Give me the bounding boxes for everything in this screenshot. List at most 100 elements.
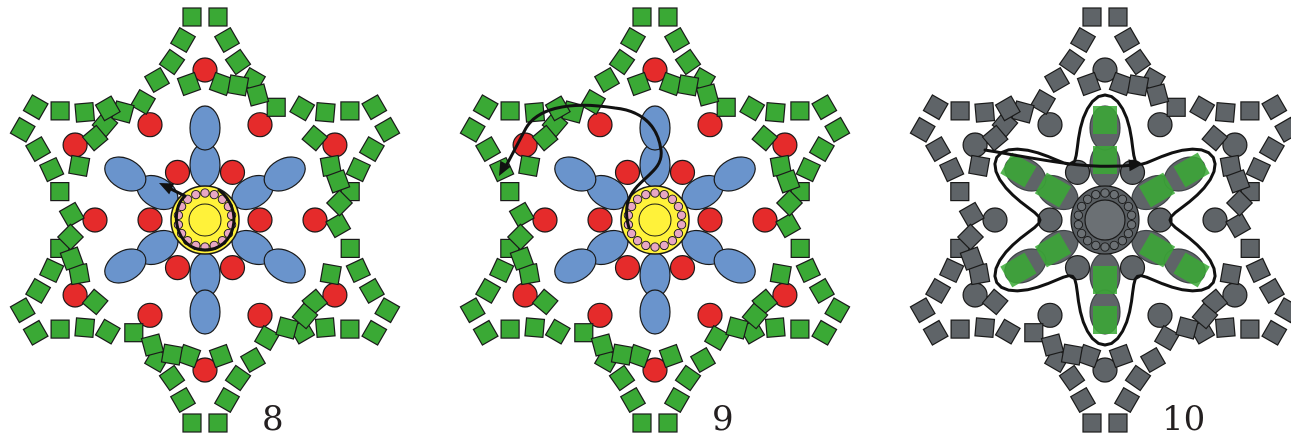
square-bead (766, 318, 786, 338)
square-bead (473, 95, 498, 120)
petal-bead (640, 106, 670, 150)
square-bead (26, 137, 51, 162)
square-bead (215, 388, 240, 413)
highlight-bead (1093, 146, 1117, 174)
square-bead (341, 102, 359, 120)
square-bead (1115, 28, 1140, 53)
square-bead (60, 202, 85, 227)
square-bead (346, 258, 370, 282)
square-bead (375, 118, 400, 143)
square-bead (1246, 258, 1270, 282)
square-bead (659, 414, 677, 432)
square-bead (1071, 388, 1096, 413)
square-bead (267, 98, 285, 116)
square-bead (969, 155, 990, 176)
seed-bead (1074, 221, 1082, 229)
square-bead (473, 321, 498, 346)
square-bead (975, 318, 995, 338)
seed-bead (1110, 190, 1118, 198)
square-bead (255, 326, 280, 351)
highlight-bead (1093, 266, 1117, 294)
square-bead (159, 49, 184, 74)
square-bead (975, 103, 995, 123)
square-bead (825, 298, 850, 323)
seed-bead (1101, 243, 1109, 251)
square-bead (678, 75, 699, 96)
seed-bead (192, 190, 200, 198)
seed-bead (1118, 237, 1126, 245)
round-bead (1038, 113, 1062, 137)
square-bead (209, 8, 227, 26)
square-bead (1275, 298, 1291, 323)
seed-bead (1077, 202, 1085, 210)
square-bead (519, 155, 540, 176)
square-bead (546, 319, 571, 344)
round-bead (671, 160, 695, 184)
square-bead (910, 118, 935, 143)
square-bead (290, 96, 315, 121)
square-bead (940, 158, 964, 182)
square-bead (675, 49, 700, 74)
square-bead (360, 137, 385, 162)
petal-bead (640, 290, 670, 334)
square-bead (241, 348, 266, 373)
square-bead (705, 326, 730, 351)
square-bead (611, 344, 632, 365)
square-bead (659, 8, 677, 26)
round-bead (221, 160, 245, 184)
square-bead (1241, 102, 1259, 120)
round-bead (533, 208, 557, 232)
square-bead (1146, 84, 1168, 106)
seed-bead (633, 195, 641, 203)
square-bead (926, 279, 951, 304)
square-bead (225, 365, 250, 390)
square-bead (1045, 68, 1070, 93)
square-bead (476, 279, 501, 304)
seed-bead (651, 189, 659, 197)
seed-bead (627, 229, 635, 237)
seed-bead (677, 211, 685, 219)
seed-bead (674, 229, 682, 237)
square-bead (320, 264, 341, 285)
square-bead (951, 183, 969, 201)
square-bead (812, 321, 837, 346)
highlight-bead (1093, 306, 1117, 334)
square-bead (501, 183, 519, 201)
square-bead (75, 318, 95, 338)
square-bead (1241, 239, 1259, 257)
seed-bead (1101, 189, 1109, 197)
petal-bead (190, 290, 220, 334)
seed-bead (668, 195, 676, 203)
square-bead (215, 28, 240, 53)
round-bead (671, 256, 695, 280)
square-bead (575, 324, 593, 342)
square-bead (595, 68, 620, 93)
square-bead (510, 202, 535, 227)
square-bead (1220, 264, 1241, 285)
round-bead (1148, 208, 1172, 232)
step-number-8: 8 (262, 402, 284, 436)
square-bead (810, 137, 835, 162)
square-bead (159, 365, 184, 390)
round-bead (616, 256, 640, 280)
round-bead (1038, 208, 1062, 232)
step-number-9: 9 (712, 402, 734, 436)
square-bead (316, 103, 336, 123)
square-bead (923, 95, 948, 120)
seed-bead (1127, 221, 1135, 229)
square-bead (796, 158, 820, 182)
square-bead (145, 68, 170, 93)
seed-bead (1083, 237, 1091, 245)
square-bead (1260, 137, 1285, 162)
step-number-10: 10 (1162, 402, 1205, 436)
square-bead (766, 103, 786, 123)
square-bead (171, 28, 196, 53)
square-bead (923, 321, 948, 346)
square-bead (501, 320, 519, 338)
square-bead (1275, 118, 1291, 143)
seed-bead (210, 190, 218, 198)
square-bead (1226, 213, 1251, 238)
square-bead (362, 321, 387, 346)
square-bead (40, 258, 64, 282)
